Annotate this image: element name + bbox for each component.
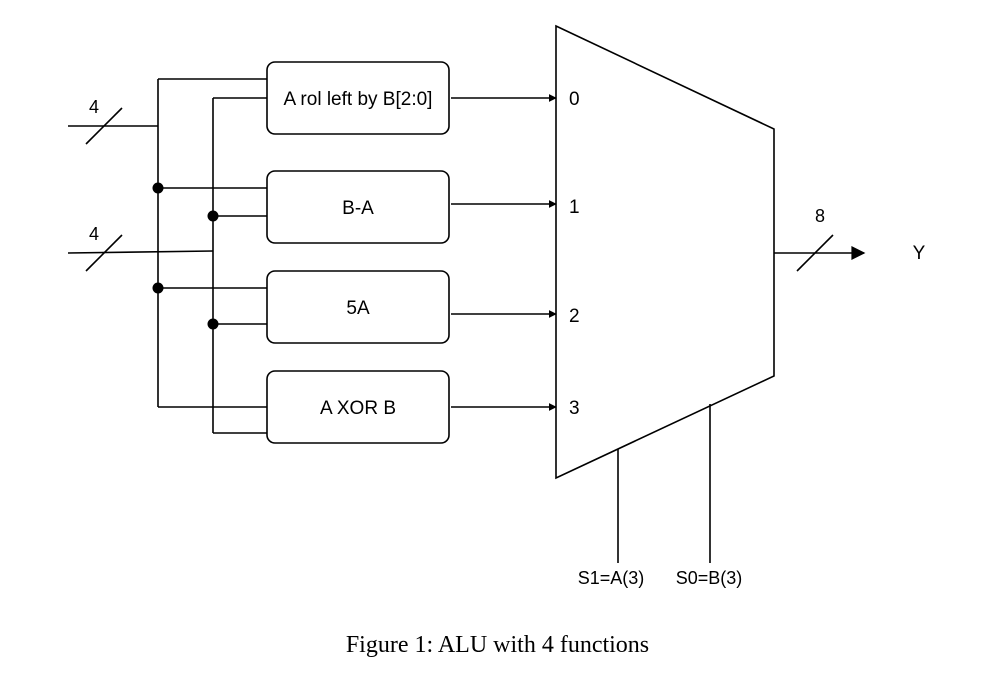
output-name-label: Y: [913, 243, 926, 264]
figure-caption: Figure 1: ALU with 4 functions: [345, 632, 650, 658]
block-sub-label: B-A: [342, 198, 374, 219]
select-s0-label: S0=B(3): [676, 568, 743, 588]
block-rol-label: A rol left by B[2:0]: [284, 89, 433, 110]
block-sub: [266, 170, 450, 244]
junction-b-5a: [207, 318, 219, 330]
block-5a-label: 5A: [346, 298, 370, 319]
junction-a-5a: [152, 282, 164, 294]
input-b-line: [67, 250, 214, 254]
block-xor-label: A XOR B: [320, 398, 396, 419]
input-a-width-label: 4: [89, 97, 99, 117]
multiplexer: [555, 24, 775, 480]
input-a-bus-slash: [85, 107, 123, 145]
mux-input-0-label: 0: [569, 89, 580, 110]
select-s1-label: S1=A(3): [578, 568, 645, 588]
mux-input-2-label: 2: [569, 306, 580, 327]
junction-b-sub: [207, 210, 219, 222]
input-b-width-label: 4: [89, 224, 99, 244]
input-b-bus-slash: [85, 234, 123, 272]
block-xor: [266, 370, 450, 444]
output-bus-slash: [796, 234, 834, 272]
mux-input-3-label: 3: [569, 398, 580, 419]
output-width-label: 8: [815, 206, 825, 226]
mux-input-1-label: 1: [569, 197, 580, 218]
junction-a-sub: [152, 182, 164, 194]
block-5a: [266, 270, 450, 344]
block-rol: [266, 61, 450, 135]
